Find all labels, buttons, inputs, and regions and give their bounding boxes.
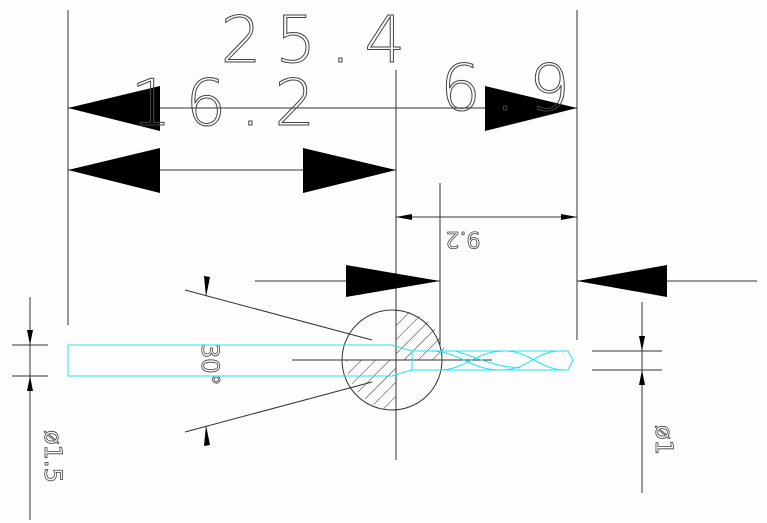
arrowhead <box>68 86 160 131</box>
dimension-shank-diameter: ø1.5 <box>12 297 67 520</box>
flute-diameter-text: ø1 <box>650 425 678 455</box>
arrowhead <box>577 265 667 297</box>
dimension-tip: 9.2 <box>396 214 577 251</box>
dimension-tip-arrows <box>255 265 757 297</box>
angle-text: 30° <box>196 343 224 386</box>
arrowhead <box>485 86 577 131</box>
dimension-overall: 25.4 16.2 6.9 <box>68 4 584 142</box>
arrowhead <box>68 148 160 193</box>
dimension-flute-diameter: ø1 <box>592 302 678 493</box>
dimension-text-shank: 16.2 <box>131 67 330 141</box>
shank-diameter-text: ø1.5 <box>39 430 67 483</box>
drill-bit <box>67 344 574 377</box>
dimension-text-flute: 6.9 <box>440 52 584 126</box>
dimension-text-overall: 25.4 <box>221 4 420 78</box>
arrowhead <box>303 148 396 193</box>
arrowhead <box>346 265 440 297</box>
angle-dimension: 30° <box>184 276 373 446</box>
dimension-text-tip: 9.2 <box>446 226 481 251</box>
dimension-shank <box>68 148 396 193</box>
